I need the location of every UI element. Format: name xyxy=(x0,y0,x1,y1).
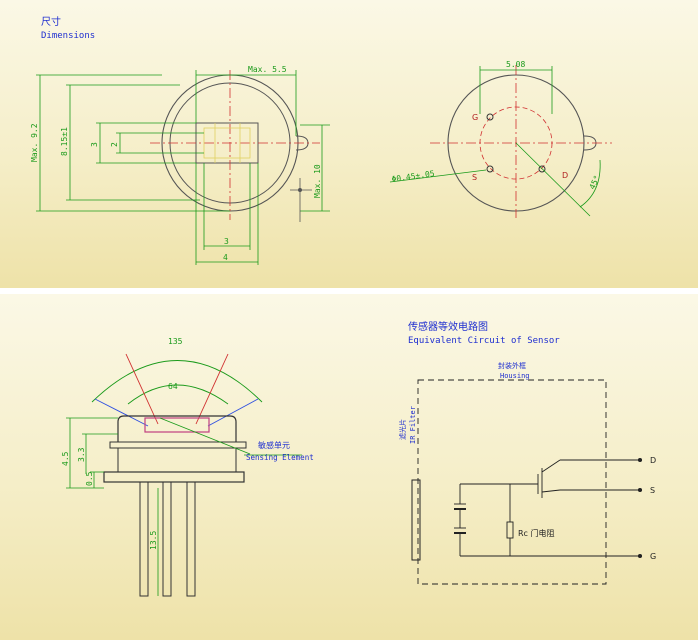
side-view xyxy=(91,353,263,597)
dim-lines-left xyxy=(36,70,330,265)
dimensions-drawing: 尺寸 Dimensions xyxy=(30,15,612,265)
sensing-element xyxy=(144,417,210,433)
pin-label-d: D xyxy=(562,171,568,180)
dim-max-10: Max. 10 xyxy=(313,164,322,198)
dim-4-5: 4.5 xyxy=(61,451,70,466)
terminal-s: S xyxy=(650,486,655,495)
lead-right xyxy=(186,481,196,597)
dim-8-15: 8.15±1 xyxy=(60,127,69,156)
dim-max-9-2: Max. 9.2 xyxy=(30,123,39,162)
dim-2: 2 xyxy=(110,142,119,147)
sensing-outline xyxy=(203,127,251,159)
pin-label-s: S xyxy=(472,173,477,182)
dimensions-panel: 尺寸 Dimensions xyxy=(0,0,698,288)
can-body xyxy=(117,415,237,442)
housing-outline xyxy=(417,379,607,585)
pin-label-g: G xyxy=(472,113,478,122)
filter-label-en: IR Filter xyxy=(409,406,417,444)
dim-3-horizontal: 3 xyxy=(224,237,229,246)
sensing-label-en: Sensing Element xyxy=(246,453,314,462)
pin-g xyxy=(486,113,494,121)
dim-13-5: 13.5 xyxy=(149,531,158,550)
dim-pin-diameter: Φ0.45±.05 xyxy=(391,169,435,184)
ir-filter xyxy=(411,479,421,561)
circuit-panel: 135 64 4.5 3.3 0.5 13.5 敏感单元 Sensing Ele… xyxy=(0,294,698,640)
housing-label-en: Housing xyxy=(500,372,530,380)
dim-64-angle: 64 xyxy=(168,382,178,391)
housing-label-cn: 封装外框 xyxy=(498,361,526,370)
dim-4: 4 xyxy=(223,253,228,262)
dim-0-5: 0.5 xyxy=(85,471,94,486)
dimensions-title-cn: 尺寸 xyxy=(41,15,61,28)
dim-135-angle: 135 xyxy=(168,337,183,346)
lead-left xyxy=(139,481,149,597)
circuit-title-cn: 传感器等效电路图 xyxy=(408,320,488,333)
gate-resistor-label: Rc 门电阻 xyxy=(518,528,555,538)
bottom-view-right xyxy=(389,65,612,218)
header-flange xyxy=(103,471,245,483)
terminal-d: D xyxy=(650,456,656,465)
dim-3-vertical: 3 xyxy=(90,142,99,147)
dimensions-title-en: Dimensions xyxy=(41,31,95,41)
circuit-title-en: Equivalent Circuit of Sensor xyxy=(408,336,560,346)
sensing-label-cn: 敏感单元 xyxy=(258,440,290,450)
circuit-drawing: 135 64 4.5 3.3 0.5 13.5 敏感单元 Sensing Ele… xyxy=(61,320,656,597)
pin-d xyxy=(538,165,546,173)
terminal-g: G xyxy=(650,552,656,561)
lead-middle xyxy=(162,481,172,597)
pin-s xyxy=(486,165,494,173)
filter-label-cn: 滤光片 xyxy=(398,419,407,440)
top-view-left xyxy=(150,70,320,220)
equivalent-circuit xyxy=(411,379,643,585)
side-dim-lines xyxy=(66,417,302,596)
dim-45-degree: 45° xyxy=(588,174,602,191)
dim-max-5-5: Max. 5.5 xyxy=(248,65,287,74)
dim-3-3: 3.3 xyxy=(77,447,86,462)
dim-5-08: 5.08 xyxy=(506,60,525,69)
